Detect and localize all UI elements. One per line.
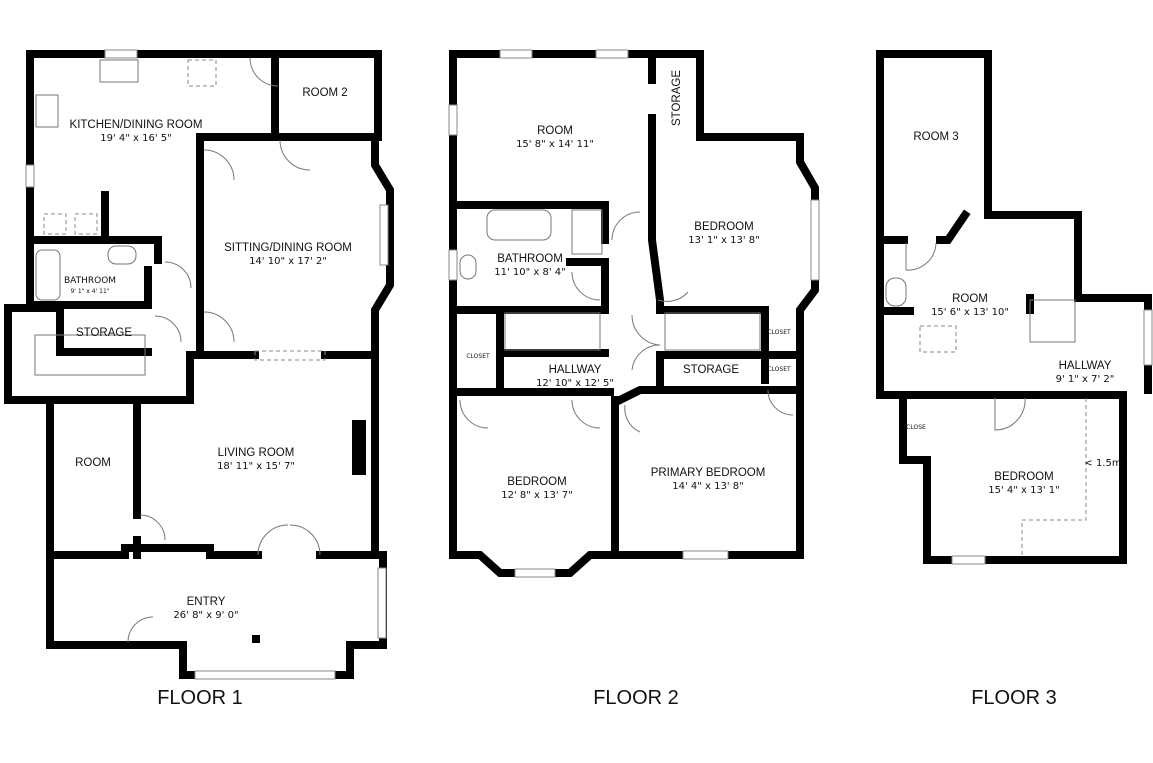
bathtub	[35, 249, 61, 301]
window	[1143, 309, 1153, 366]
shower	[571, 209, 603, 255]
room-size: 15' 6" x 13' 10"	[931, 307, 1009, 318]
room-label: HALLWAY	[549, 364, 602, 376]
room-size: 19' 4" x 16' 5"	[100, 133, 172, 144]
window	[194, 670, 336, 680]
stove	[35, 94, 59, 128]
low-ceiling-line	[1021, 398, 1087, 557]
window	[499, 49, 533, 59]
window	[377, 567, 387, 639]
table	[74, 213, 98, 235]
room-label: LIVING ROOM	[218, 447, 295, 459]
room-label: ENTRY	[187, 596, 226, 608]
room-size: 13' 1" x 13' 8"	[688, 235, 760, 246]
room-size: 15' 4" x 13' 1"	[988, 485, 1060, 496]
room-size: 9' 1" x 4' 11"	[70, 288, 109, 295]
room-label: CLOSET	[767, 329, 791, 336]
wall	[26, 50, 394, 359]
wall	[26, 191, 162, 309]
room-label: PRIMARY BEDROOM	[651, 467, 766, 479]
window	[810, 199, 820, 281]
room-label: HALLWAY	[1059, 360, 1112, 372]
room-label: BEDROOM	[994, 471, 1053, 483]
window	[514, 568, 556, 578]
stairs	[504, 312, 601, 351]
room-size: 11' 10" x 8' 4"	[494, 267, 566, 278]
room-size: 14' 4" x 13' 8"	[672, 481, 744, 492]
room-label: ROOM	[952, 293, 988, 305]
window	[595, 49, 629, 59]
room-label: BEDROOM	[694, 221, 753, 233]
floor-label: FLOOR 3	[971, 687, 1057, 709]
bathtub	[486, 209, 552, 241]
window	[379, 204, 389, 266]
room-label: ROOM	[75, 457, 111, 469]
door-swing	[905, 242, 1026, 431]
wall	[4, 304, 379, 559]
stairs	[1029, 299, 1076, 343]
room-label: BATHROOM	[64, 276, 116, 286]
room-size: 12' 8" x 13' 7"	[501, 490, 573, 501]
wall	[899, 391, 1127, 564]
room-size: 14' 10" x 17' 2"	[249, 256, 327, 267]
room-label: BATHROOM	[497, 253, 563, 265]
height-annotation: < 1.5m	[1084, 458, 1121, 469]
window	[682, 550, 729, 560]
room-label: STORAGE	[671, 70, 683, 126]
room-label: ROOM 2	[302, 87, 347, 99]
sink	[99, 59, 139, 83]
stairs	[34, 334, 146, 376]
room-label: CLOSET	[767, 366, 791, 373]
column	[252, 635, 260, 643]
room-label: STORAGE	[76, 327, 132, 339]
door-swing	[127, 57, 321, 643]
room-label: KITCHEN/DINING ROOM	[70, 119, 203, 131]
door-swing	[459, 211, 794, 433]
room-label: ROOM	[537, 125, 573, 137]
opening	[254, 350, 326, 361]
room-label: BEDROOM	[507, 476, 566, 488]
table	[43, 213, 67, 235]
window	[448, 104, 458, 136]
fridge	[187, 59, 217, 87]
skylight	[919, 325, 957, 353]
floor-3-plan: ROOM 3 ROOM 15' 6" x 13' 10" HALLWAY 9' …	[876, 50, 1153, 709]
room-size: 12' 10" x 12' 5"	[536, 378, 614, 389]
room-label: CLOSET	[466, 353, 490, 360]
room-label: ROOM 3	[913, 131, 958, 143]
room-label: CLOSE	[906, 424, 926, 431]
fireplace	[352, 420, 366, 475]
window	[951, 555, 986, 565]
room-size: 26' 8" x 9' 0"	[173, 610, 238, 621]
floor-label: FLOOR 1	[157, 687, 243, 709]
floor-label: FLOOR 2	[593, 687, 679, 709]
room-size: 9' 1" x 7' 2"	[1056, 374, 1115, 385]
sink	[107, 245, 137, 265]
wall	[876, 50, 1152, 399]
room-label: SITTING/DINING ROOM	[224, 242, 352, 254]
wall	[449, 50, 819, 559]
floor-2-plan: ROOM 15' 8" x 14' 11" STORAGE BEDROOM 13…	[448, 49, 820, 709]
toilet	[459, 254, 477, 280]
room-size: 15' 8" x 14' 11"	[516, 139, 594, 150]
window	[25, 164, 35, 188]
stairs	[664, 312, 761, 351]
window	[448, 249, 458, 281]
floor-1-plan: KITCHEN/DINING ROOM 19' 4" x 16' 5" ROOM…	[4, 49, 394, 709]
room-label: STORAGE	[683, 364, 739, 376]
window	[104, 49, 138, 59]
toilet	[885, 277, 907, 307]
room-size: 18' 11" x 15' 7"	[217, 461, 295, 472]
